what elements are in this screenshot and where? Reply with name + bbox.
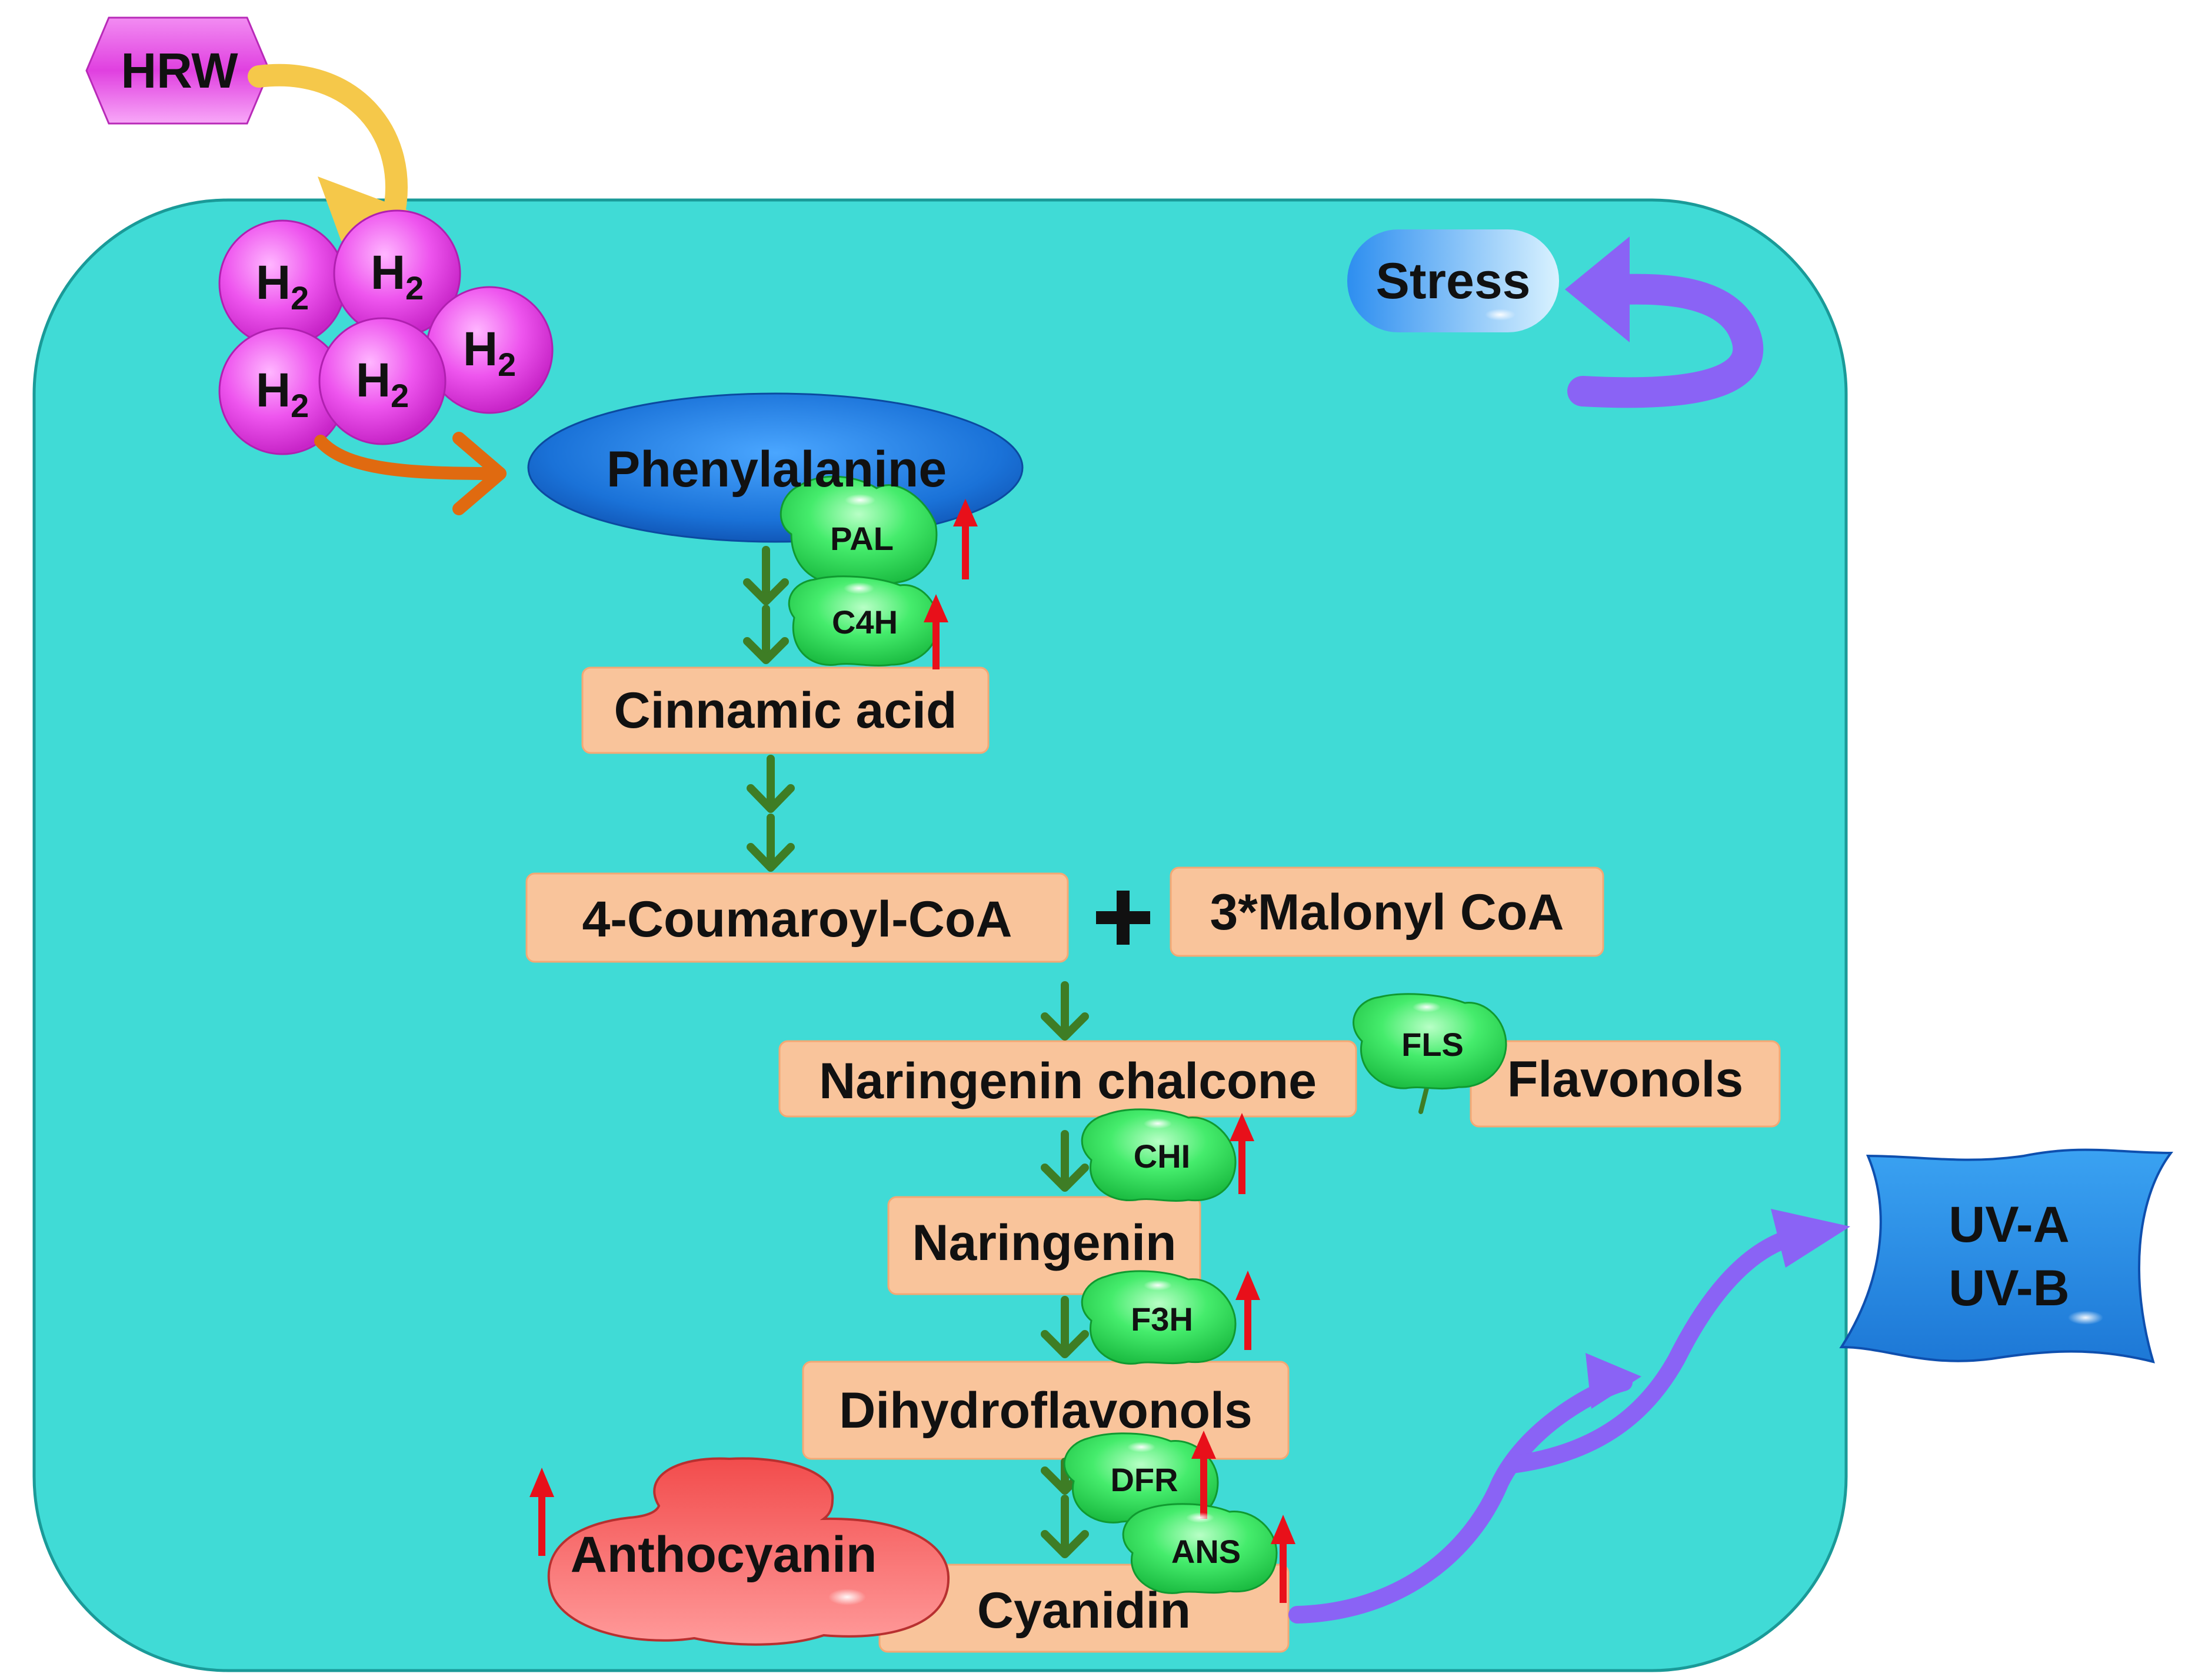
coumaroyl-coa-label: 4-Coumaroyl-CoA — [582, 891, 1012, 948]
hrw-to-h2-arrow — [248, 64, 408, 229]
stress-badge — [1347, 229, 1559, 332]
h2-label: H2 — [255, 256, 309, 316]
naringenin-label: Naringenin — [912, 1215, 1177, 1271]
pal-enzyme-label: PAL — [830, 520, 894, 557]
uv-a-label: UV-A — [1948, 1196, 2070, 1253]
c4h-enzyme-label: C4H — [831, 604, 898, 641]
anthocyanin-label: Anthocyanin — [570, 1526, 877, 1583]
dfr-enzyme-label: DFR — [1110, 1461, 1178, 1498]
h2-label: H2 — [462, 322, 517, 383]
uv-b-label: UV-B — [1948, 1260, 2070, 1316]
enzyme-blobs — [780, 475, 1507, 1594]
stress-label: Stress — [1375, 253, 1531, 309]
f3h-enzyme-label: F3H — [1131, 1301, 1193, 1338]
h2-label: H2 — [370, 246, 424, 306]
chi-enzyme-label: CHI — [1133, 1138, 1191, 1175]
cyanidin-label: Cyanidin — [977, 1582, 1191, 1639]
h2-cluster — [218, 209, 554, 455]
cinnamic-acid-label: Cinnamic acid — [614, 682, 957, 739]
ans-enzyme-label: ANS — [1171, 1533, 1241, 1570]
shine-highlights — [828, 309, 2103, 1605]
metabolite-boxes — [525, 666, 1781, 1653]
cyanidin-arrow-head-1 — [1586, 1353, 1641, 1409]
h2-label: H2 — [355, 354, 409, 414]
uv-arrow-segment-2 — [1503, 1226, 1809, 1474]
phenylalanine-label: Phenylalanine — [606, 441, 947, 498]
h2-arrow-head — [452, 432, 507, 515]
malonyl-coa-label: 3*Malonyl CoA — [1210, 884, 1564, 941]
hrw-label: HRW — [121, 43, 238, 98]
dihydroflavonols-label: Dihydroflavonols — [839, 1382, 1253, 1439]
uv-shape — [1839, 1148, 2173, 1364]
uv-arrow-head-2 — [1771, 1209, 1850, 1268]
pathway-arrows — [743, 546, 1089, 1558]
fls-enzyme-label: FLS — [1401, 1026, 1464, 1063]
naringenin-chalcone-label: Naringenin chalcone — [819, 1053, 1317, 1109]
upregulation-arrows — [529, 499, 1295, 1603]
hrw-arrow-head — [318, 176, 412, 241]
hrw-badge — [85, 16, 271, 125]
stress-arrow — [1567, 274, 1764, 408]
flavonols-label: Flavonols — [1507, 1051, 1744, 1108]
h2-label: H2 — [255, 364, 309, 424]
plus-sign — [1096, 891, 1150, 945]
cyanidin-to-uv-arrow — [1288, 1374, 1633, 1624]
h2-to-phenylalanine-arrow — [314, 435, 501, 480]
fls-connector — [1418, 1086, 1429, 1114]
stress-arrow-head — [1565, 236, 1630, 342]
